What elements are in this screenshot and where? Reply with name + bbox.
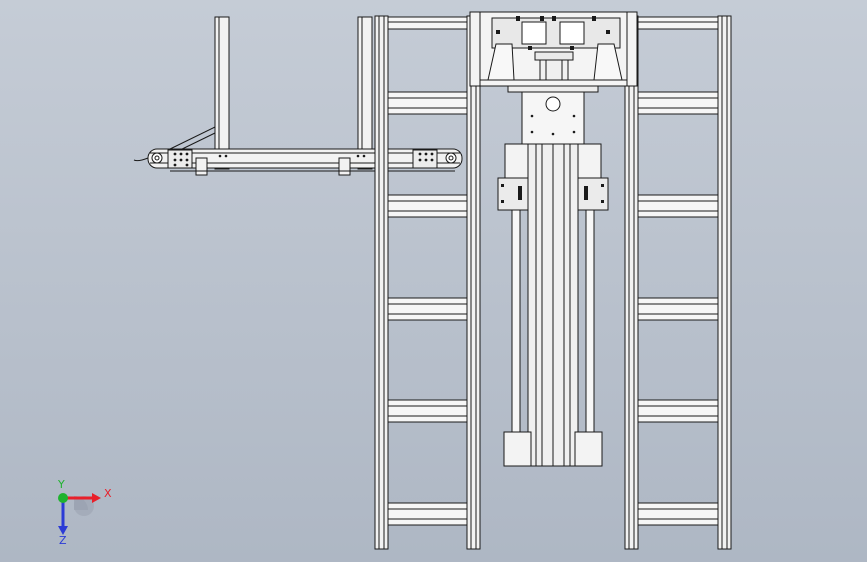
- storage-rack-right[interactable]: [624, 15, 732, 550]
- rack-left-post-outer: [374, 15, 389, 550]
- guide-rod-right: [585, 209, 595, 433]
- rack-right-shelves: [637, 16, 719, 526]
- linear-block-lower-right: [574, 431, 603, 467]
- coordinate-triad[interactable]: X Y Z: [44, 478, 114, 548]
- storage-rack-left[interactable]: [374, 15, 481, 550]
- conveyor-brace: [167, 126, 216, 151]
- rack-left-shelves: [387, 16, 468, 526]
- x-axis-arrowhead: [92, 493, 101, 503]
- rack-right-post-inner: [624, 15, 639, 550]
- y-axis-indicator: [58, 493, 68, 503]
- conveyor-support-right: [357, 16, 373, 170]
- z-axis-arrowhead: [58, 526, 68, 535]
- conveyor-plate-1: [167, 149, 193, 169]
- linear-block-lower-left: [503, 431, 532, 467]
- conveyor-foot-left: [195, 157, 208, 176]
- guide-rod-left: [511, 209, 521, 433]
- conveyor-support-left: [214, 16, 230, 170]
- conveyor-plate-2: [412, 149, 438, 169]
- gripper-finger-left: [487, 43, 515, 81]
- gripper-finger-right: [593, 43, 623, 81]
- stacker-crane[interactable]: [469, 11, 638, 467]
- z-axis-label: Z: [59, 534, 67, 547]
- y-axis-label: Y: [57, 478, 65, 491]
- belt-conveyor[interactable]: [133, 16, 463, 176]
- x-axis-label: X: [104, 487, 112, 500]
- conveyor-foot-right: [338, 157, 351, 176]
- rack-left-post-inner: [466, 15, 481, 550]
- rack-right-post-outer: [717, 15, 732, 550]
